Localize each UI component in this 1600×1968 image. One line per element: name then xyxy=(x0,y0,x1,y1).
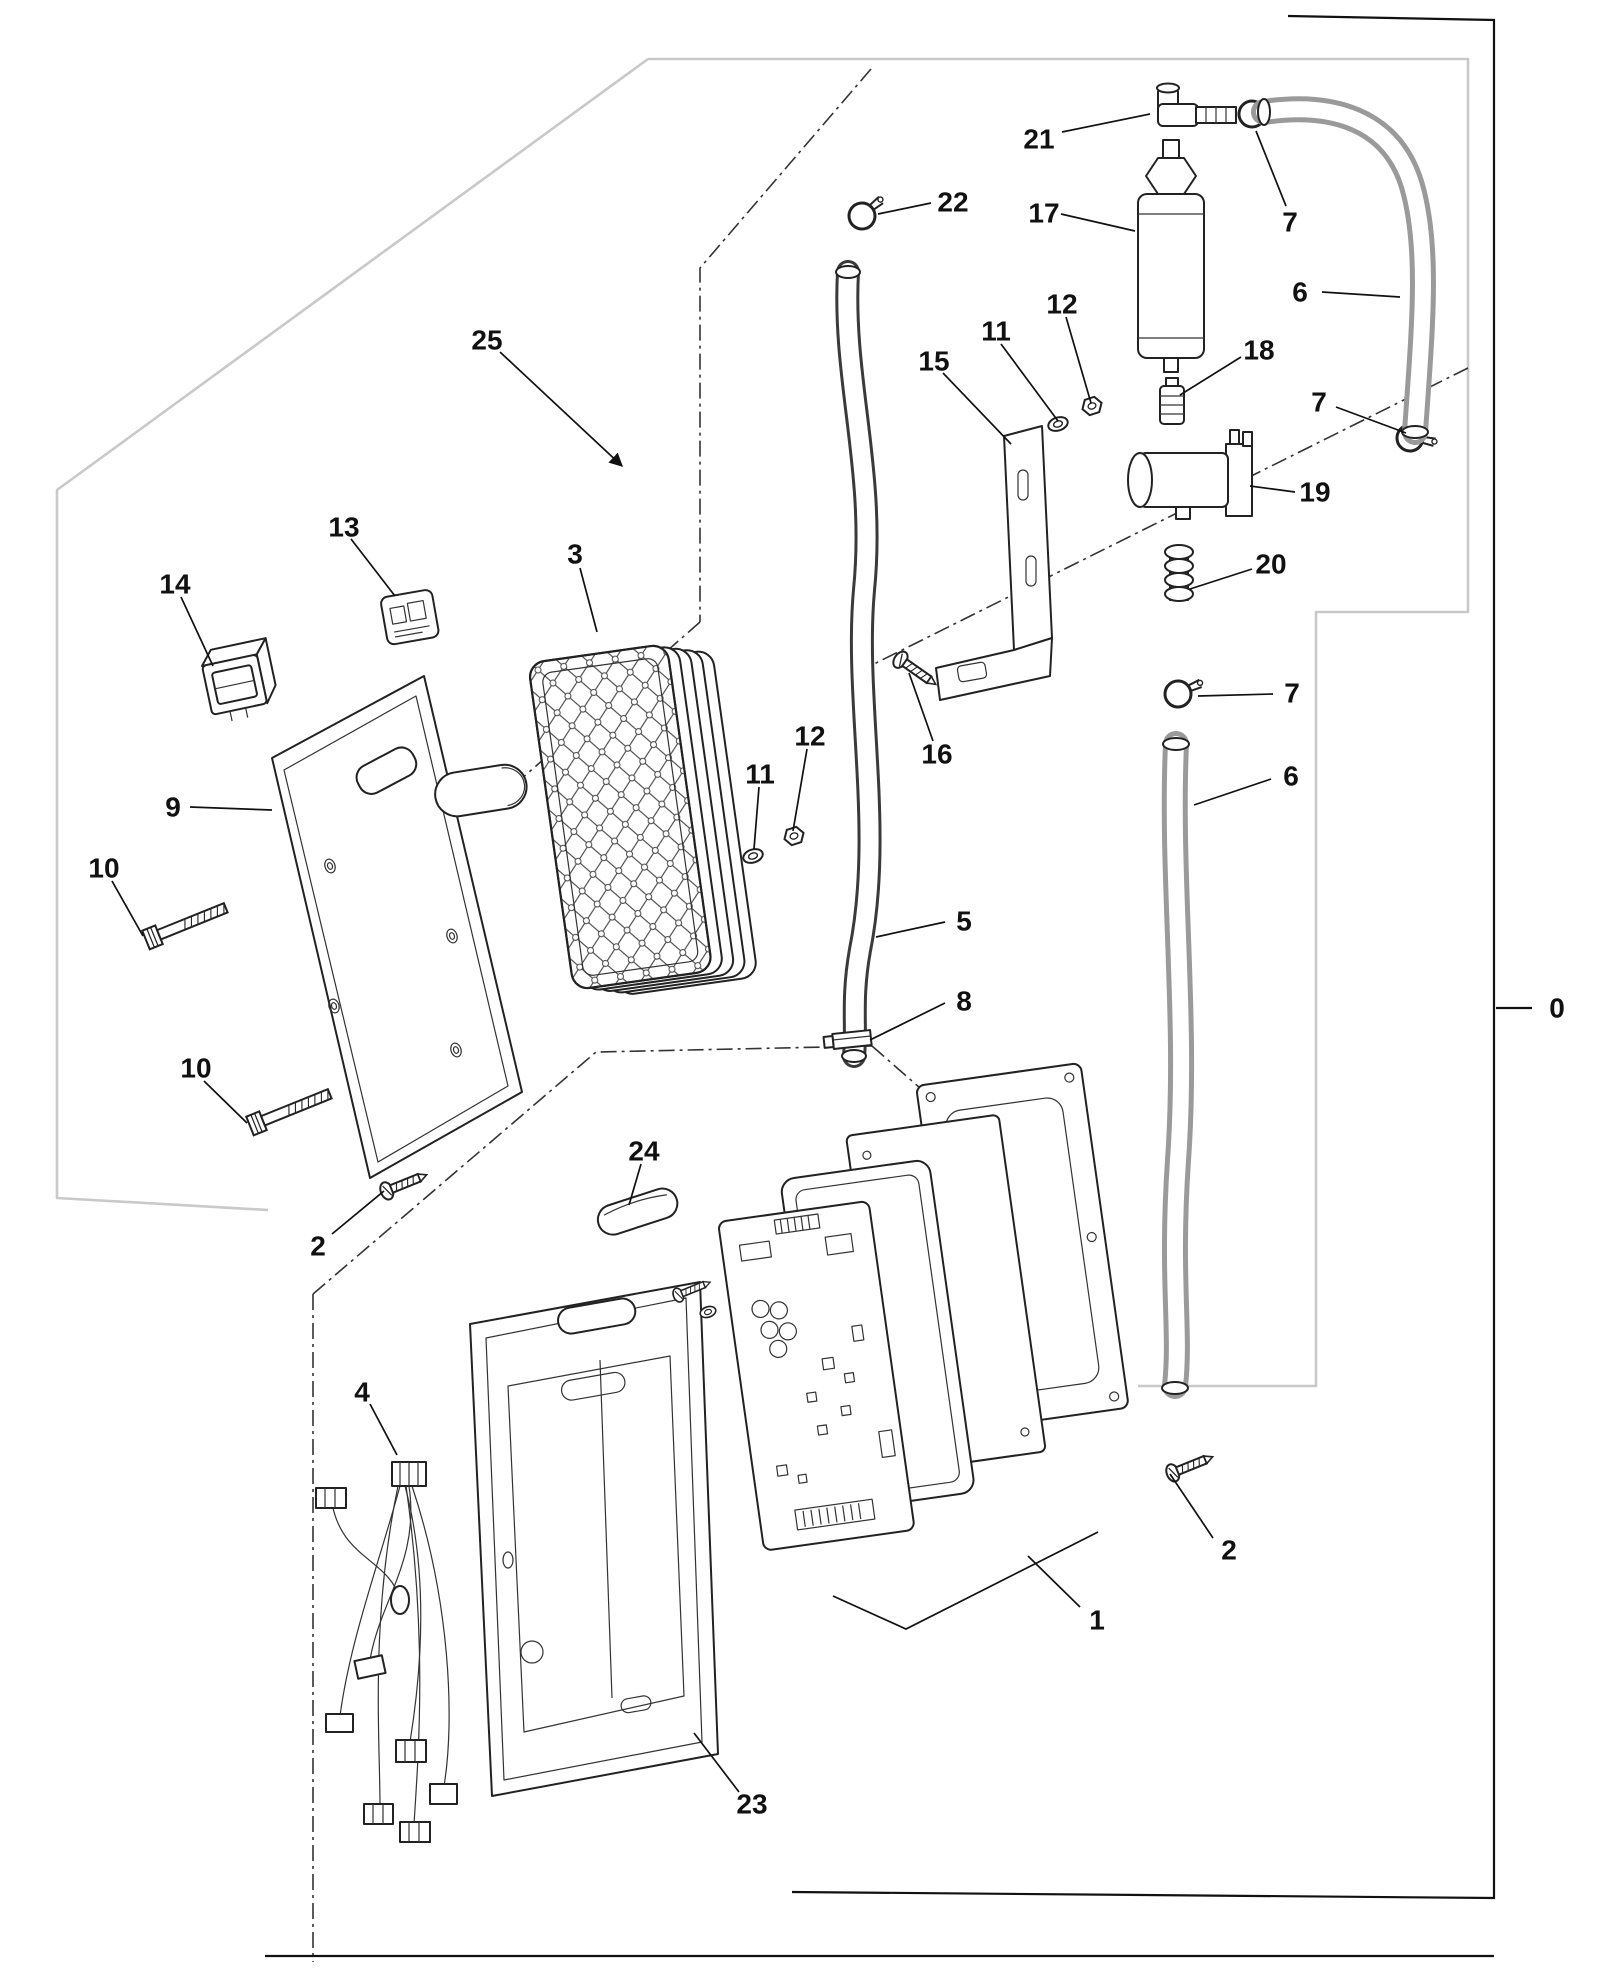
part-12-nut-upper xyxy=(1079,394,1105,418)
leader-lines xyxy=(111,113,1407,1793)
part-1-board-assembly xyxy=(718,1062,1129,1551)
callout-5: 5 xyxy=(956,906,972,937)
part-3-element-stack xyxy=(528,644,757,995)
callout-12-top: 12 xyxy=(1046,289,1077,320)
part-10-bolt-lower xyxy=(245,1083,335,1137)
part-9-mounting-panel xyxy=(271,675,528,1179)
callout-numbers: 21 7 22 17 6 12 11 15 18 7 19 25 20 13 3… xyxy=(88,124,1564,1820)
part-13-label xyxy=(380,589,440,646)
callout-18: 18 xyxy=(1243,335,1274,366)
part-6-hose-upper xyxy=(1251,96,1436,445)
callout-23: 23 xyxy=(736,1789,767,1820)
callout-13: 13 xyxy=(328,512,359,543)
part-7-clamp-low xyxy=(1162,675,1205,711)
callout-22: 22 xyxy=(937,187,968,218)
callout-20: 20 xyxy=(1255,549,1286,580)
callout-7-low: 7 xyxy=(1284,678,1300,709)
part-21-elbow-fitting xyxy=(1156,82,1237,127)
callout-19: 19 xyxy=(1299,477,1330,508)
callout-7-mid: 7 xyxy=(1311,387,1327,418)
part-4-wire-harness xyxy=(315,1461,458,1843)
callout-9: 9 xyxy=(165,792,181,823)
part-6-hose-lower xyxy=(1161,731,1195,1399)
callout-17: 17 xyxy=(1028,198,1059,229)
callout-21: 21 xyxy=(1023,124,1054,155)
callout-10-upper: 10 xyxy=(88,853,119,884)
part-2-screw-right xyxy=(1162,1447,1218,1485)
part-15-bracket xyxy=(935,425,1053,701)
callout-1: 1 xyxy=(1089,1605,1105,1636)
part-17-filter-drier xyxy=(1137,139,1205,373)
harness-connector xyxy=(315,1461,458,1843)
part-20-ribbed-fitting xyxy=(1164,544,1194,602)
callout-2-left: 2 xyxy=(310,1231,326,1262)
callout-11-low: 11 xyxy=(745,759,775,790)
part-16-screw xyxy=(889,647,942,693)
part-23-housing xyxy=(469,1281,719,1797)
callout-12-low: 12 xyxy=(794,721,825,752)
callout-3: 3 xyxy=(567,539,583,570)
part-11-washer-upper xyxy=(1045,413,1071,435)
callout-14: 14 xyxy=(159,569,191,600)
callout-15: 15 xyxy=(918,346,949,377)
callout-2-right: 2 xyxy=(1221,1535,1237,1566)
callout-16: 16 xyxy=(921,739,952,770)
reference-bracket-0 xyxy=(265,14,1532,1958)
callout-6-top: 6 xyxy=(1292,277,1308,308)
callout-25: 25 xyxy=(471,325,502,356)
part-19-solenoid-valve xyxy=(1127,429,1253,520)
circuit-board xyxy=(718,1200,915,1551)
part-14-rocker-switch xyxy=(201,637,277,722)
part-24-insert xyxy=(596,1187,679,1236)
panel-roller xyxy=(434,763,528,818)
callout-8: 8 xyxy=(956,986,972,1017)
part-5-tube xyxy=(835,260,882,1068)
gray-boundary-outline xyxy=(55,57,1470,1388)
part-8-band-clamp xyxy=(822,1029,873,1050)
part-11-washer-lower xyxy=(740,845,766,867)
part-10-bolt-upper xyxy=(141,897,231,951)
part-18-fitting xyxy=(1159,377,1185,425)
callout-4: 4 xyxy=(354,1377,370,1408)
callout-24: 24 xyxy=(628,1136,660,1167)
callout-6-low: 6 xyxy=(1283,761,1299,792)
callout-10-lower: 10 xyxy=(180,1053,211,1084)
callout-0: 0 xyxy=(1549,993,1565,1024)
callout-11-top: 11 xyxy=(981,316,1011,347)
callout-7-top: 7 xyxy=(1282,207,1298,238)
part-2-screw-left xyxy=(376,1165,432,1203)
